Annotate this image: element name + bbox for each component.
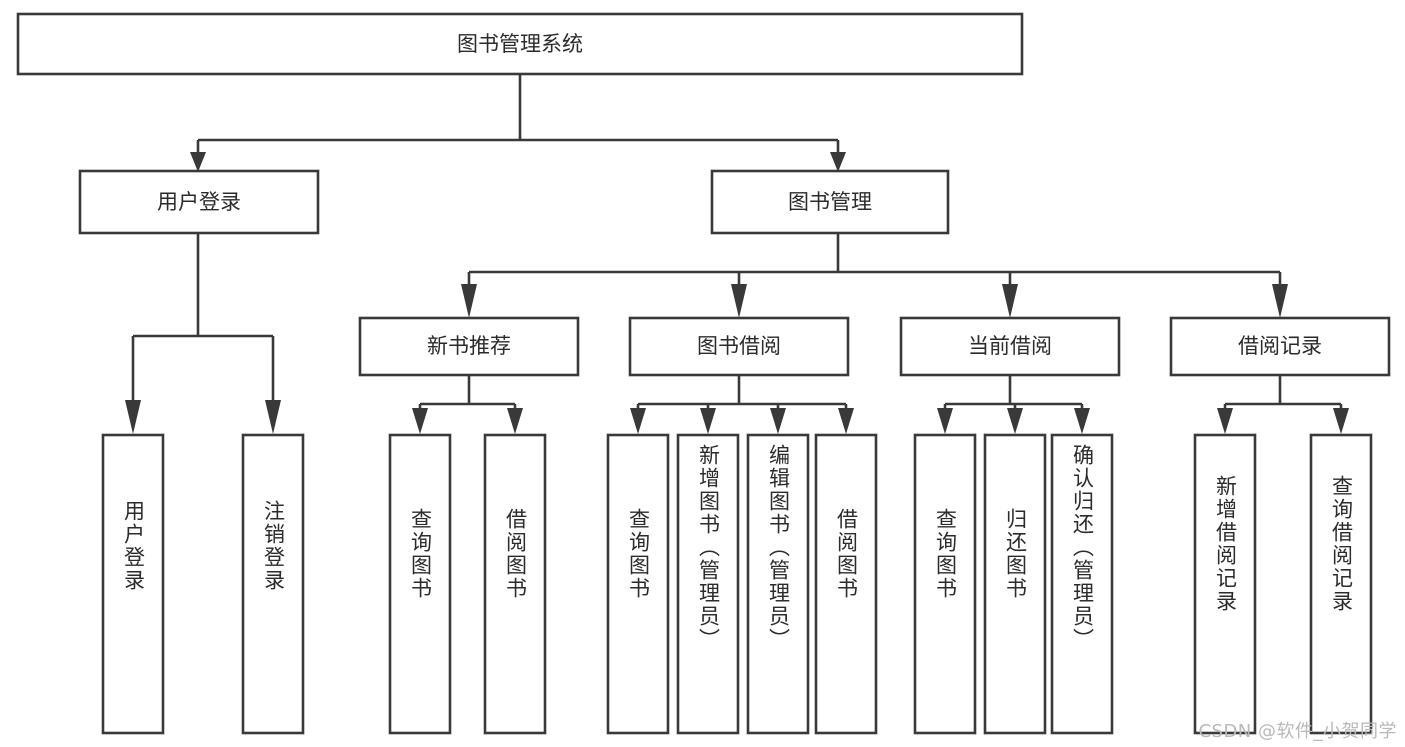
node-user-login[interactable]	[78, 169, 320, 235]
node-borrow-record[interactable]	[1169, 316, 1391, 377]
arrow-head-leaf-confirm-return	[1074, 408, 1090, 434]
arrow-head-leaf-query-book-2	[630, 408, 646, 434]
arrow-head-leaf-user-login	[125, 400, 141, 434]
node-root-label: 图书管理系统	[457, 32, 583, 56]
node-leaf-return-book[interactable]	[983, 433, 1047, 735]
node-leaf-query-record[interactable]	[1309, 433, 1373, 735]
arrow-head-leaf-query-book-1	[412, 408, 428, 434]
arrow-head-current-borrow	[1002, 284, 1018, 318]
arrow-head-book-borrow	[731, 284, 747, 318]
node-leaf-user-login[interactable]	[101, 433, 165, 735]
node-book-borrow-label: 图书借阅	[697, 334, 781, 358]
node-new-book-recommend-label: 新书推荐	[427, 334, 511, 358]
node-leaf-confirm-return[interactable]	[1050, 433, 1114, 735]
node-book-manage[interactable]	[710, 169, 950, 235]
node-borrow-record-label: 借阅记录	[1238, 334, 1322, 358]
node-current-borrow[interactable]	[899, 316, 1121, 377]
node-layer: 图书管理系统 用户登录 图书管理 新书推荐 图书借阅 当前借阅 借阅记录	[16, 12, 1391, 735]
arrow-head-new-book-recommend	[461, 284, 477, 318]
node-leaf-query-book-2[interactable]	[606, 433, 670, 735]
arrow-head-leaf-add-record	[1217, 408, 1233, 434]
arrow-head-user-login	[190, 152, 206, 172]
node-book-borrow[interactable]	[628, 316, 850, 377]
arrow-head-leaf-borrow-book-1	[507, 408, 523, 434]
node-leaf-query-book-1[interactable]	[388, 433, 452, 735]
node-leaf-query-book-3[interactable]	[913, 433, 977, 735]
node-leaf-borrow-book-2[interactable]	[814, 433, 878, 735]
arrow-head-leaf-return-book	[1007, 408, 1023, 434]
connector-layer	[125, 74, 1349, 434]
arrow-head-leaf-query-book-3	[937, 408, 953, 434]
node-leaf-edit-book[interactable]	[746, 433, 810, 735]
arrow-head-borrow-record	[1272, 284, 1288, 318]
node-leaf-borrow-book-1[interactable]	[483, 433, 547, 735]
arrow-head-leaf-add-book	[700, 408, 716, 434]
arrow-head-leaf-borrow-book-2	[838, 408, 854, 434]
arrow-head-book-manage	[830, 152, 846, 172]
node-new-book-recommend[interactable]	[358, 316, 580, 377]
csdn-watermark: CSDN @软件_小贺同学	[1198, 721, 1397, 742]
node-current-borrow-label: 当前借阅	[968, 334, 1052, 358]
node-leaf-user-logout[interactable]	[241, 433, 305, 735]
arrow-head-leaf-user-logout	[265, 400, 281, 434]
node-root[interactable]	[16, 12, 1024, 76]
node-leaf-add-book[interactable]	[676, 433, 740, 735]
node-leaf-add-record[interactable]	[1193, 433, 1257, 735]
node-book-manage-label: 图书管理	[788, 190, 872, 214]
arrow-head-leaf-edit-book	[770, 408, 786, 434]
node-user-login-label: 用户登录	[157, 190, 241, 214]
arrow-head-leaf-query-record	[1333, 408, 1349, 434]
